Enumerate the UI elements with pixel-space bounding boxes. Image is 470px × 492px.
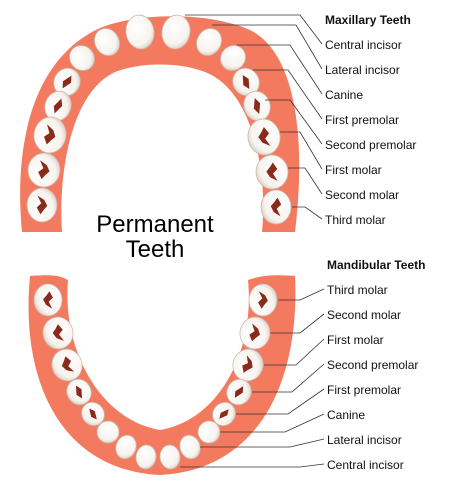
lower-left-first-molar — [51, 348, 83, 382]
leader-lines — [180, 14, 325, 468]
lower-right-third-molar — [248, 283, 278, 317]
max-label-lateral-incisor: Lateral incisor — [325, 63, 400, 77]
upper-left-third-molar — [26, 187, 58, 223]
mand-label-lateral-incisor: Lateral incisor — [327, 433, 402, 447]
upper-left-lateral-incisor — [94, 28, 120, 56]
lower-right-canine — [197, 420, 221, 444]
upper-right-first-molar — [247, 118, 281, 156]
upper-left-central-incisor — [125, 14, 155, 50]
upper-right-canine — [220, 45, 246, 71]
upper-left-first-premolar — [53, 67, 81, 97]
lower-right-first-molar — [232, 348, 264, 382]
lower-right-central-incisor — [159, 444, 181, 470]
lower-right-second-premolar — [226, 378, 252, 406]
lower-right-lateral-incisor — [179, 434, 201, 460]
lower-left-second-molar — [42, 316, 74, 350]
upper-right-second-molar — [255, 154, 289, 190]
lower-left-third-molar — [33, 283, 63, 317]
upper-left-canine — [69, 45, 95, 71]
mand-label-first-premolar: First premolar — [327, 383, 402, 397]
upper-right-lateral-incisor — [196, 28, 222, 56]
title-line-1: Permanent — [96, 211, 214, 238]
max-label-second-premolar: Second premolar — [325, 138, 417, 152]
upper-left-first-molar — [33, 116, 67, 154]
lower-left-central-incisor — [135, 444, 157, 470]
lower-left-lateral-incisor — [115, 434, 137, 460]
mandibular-heading: Mandibular Teeth — [327, 258, 426, 272]
max-label-first-molar: First molar — [325, 163, 382, 177]
lower-left-first-premolar — [81, 402, 105, 426]
upper-right-central-incisor — [161, 14, 191, 50]
mand-label-central-incisor: Central incisor — [327, 458, 404, 472]
max-label-first-premolar: First premolar — [325, 113, 400, 127]
mand-label-first-molar: First molar — [327, 333, 384, 347]
teeth-group — [26, 14, 292, 470]
max-label-second-molar: Second molar — [325, 188, 400, 202]
maxillary-heading: Maxillary Teeth — [325, 13, 411, 27]
diagram-title: Permanent Teeth — [70, 212, 240, 262]
title-line-2: Teeth — [125, 236, 185, 263]
upper-right-second-premolar — [243, 90, 271, 122]
mand-label-second-premolar: Second premolar — [327, 358, 419, 372]
max-label-central-incisor: Central incisor — [325, 38, 402, 52]
mand-label-second-molar: Second molar — [327, 308, 402, 322]
upper-right-third-molar — [260, 189, 292, 225]
upper-left-second-molar — [27, 152, 61, 188]
lower-right-first-premolar — [212, 402, 236, 426]
lower-right-second-molar — [239, 316, 271, 350]
mand-label-third-molar: Third molar — [327, 283, 388, 297]
upper-right-first-premolar — [232, 67, 260, 97]
lower-left-second-premolar — [66, 378, 92, 406]
max-label-canine: Canine — [325, 88, 364, 102]
max-label-third-molar: Third molar — [325, 213, 386, 227]
lower-left-canine — [96, 420, 120, 444]
mand-label-canine: Canine — [327, 408, 366, 422]
